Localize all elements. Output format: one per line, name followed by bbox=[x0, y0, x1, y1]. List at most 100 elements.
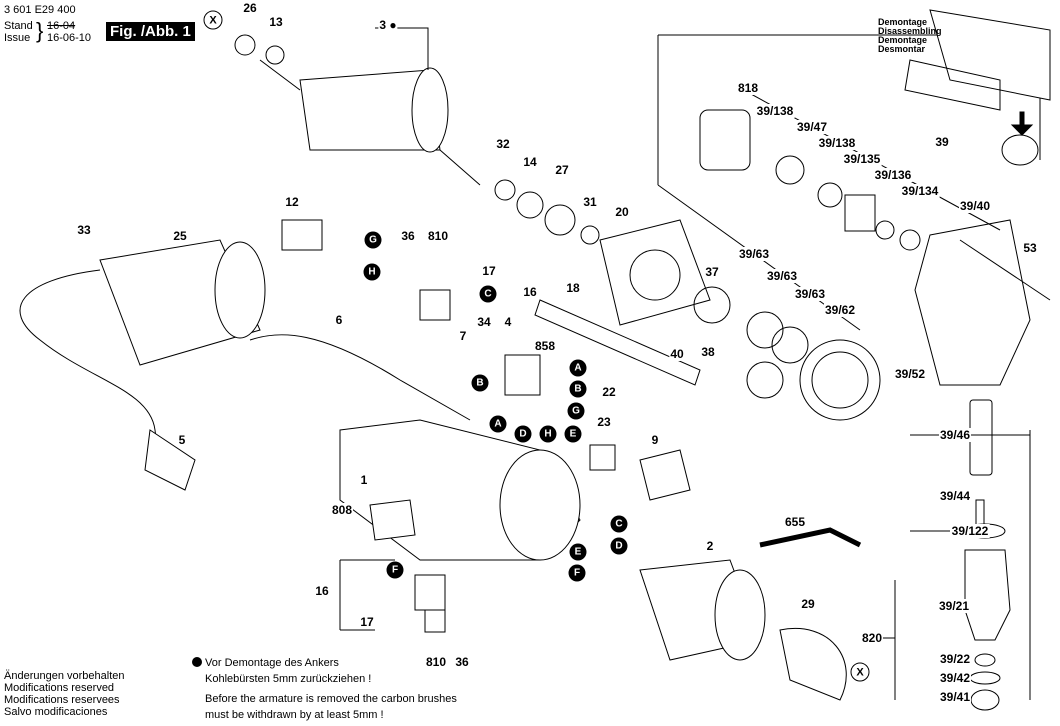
part-number-callout: 39/46 bbox=[938, 428, 972, 442]
guard-part bbox=[779, 628, 847, 701]
part-number-callout: 53 bbox=[1022, 241, 1038, 255]
part-number-callout: 39/134 bbox=[900, 184, 940, 198]
connection-marker: C bbox=[479, 285, 497, 303]
part-number-callout: 820 bbox=[860, 631, 884, 645]
part-number-callout: 34 bbox=[476, 315, 492, 329]
note-en: Modifications reserved bbox=[4, 682, 115, 694]
gear-housing-part bbox=[914, 219, 1031, 386]
disassembly-labels: Demontage Disassembling Demontage Desmon… bbox=[878, 18, 942, 54]
part-number-callout: 1 bbox=[359, 473, 369, 487]
part-number-callout: 20 bbox=[614, 205, 630, 219]
connection-marker: E bbox=[564, 425, 582, 443]
connection-marker: H bbox=[363, 263, 381, 281]
part-number-callout: 12 bbox=[284, 195, 300, 209]
disassembly-label-es: Desmontar bbox=[878, 44, 926, 54]
figure-label: Fig. /Abb. 1 bbox=[106, 22, 195, 41]
part-number-callout: 22 bbox=[601, 385, 617, 399]
part-number-callout: 25 bbox=[172, 229, 188, 243]
part-number-callout: 5 bbox=[177, 433, 187, 447]
modifications-note: Änderungen vorbehalten Modifications res… bbox=[4, 670, 124, 718]
stand-value: 16-04 bbox=[47, 20, 76, 32]
note-fr: Modifications reservees bbox=[4, 694, 120, 706]
switch-part bbox=[504, 354, 541, 396]
part-number-callout: 39/138 bbox=[755, 104, 795, 118]
part-number-callout: 36 bbox=[454, 655, 470, 669]
part-number-callout: 39/63 bbox=[793, 287, 827, 301]
part-number-callout: 17 bbox=[481, 264, 497, 278]
part-number-callout: 39/47 bbox=[795, 120, 829, 134]
part-number-callout: 3 ● bbox=[378, 18, 398, 32]
switch-slider-part bbox=[534, 299, 701, 386]
part-number-callout: 39/122 bbox=[950, 524, 990, 538]
part-number-callout: 13 bbox=[268, 15, 284, 29]
part-number-callout: 39/135 bbox=[842, 152, 882, 166]
part-number-callout: 39/42 bbox=[938, 671, 972, 685]
connection-marker: B bbox=[471, 374, 489, 392]
motor-housing-cover-part bbox=[99, 239, 266, 366]
brace: } bbox=[36, 18, 44, 43]
connection-marker: A bbox=[569, 359, 587, 377]
warning-line: Kohlebürsten 5mm zurückziehen ! bbox=[205, 673, 372, 685]
connection-marker: A bbox=[489, 415, 507, 433]
part-number-callout: 17 bbox=[359, 615, 375, 629]
part-number-callout: 39/40 bbox=[958, 199, 992, 213]
part-number-callout: 39/21 bbox=[937, 599, 971, 613]
part-number-callout: 37 bbox=[704, 265, 720, 279]
note-es: Salvo modificaciones bbox=[4, 706, 108, 718]
part-number-callout: 16 bbox=[522, 285, 538, 299]
part-number-callout: 9 bbox=[650, 433, 660, 447]
issue-label: Issue bbox=[4, 32, 31, 44]
part-number-callout: 32 bbox=[495, 137, 511, 151]
part-number-callout: 6 bbox=[334, 313, 344, 327]
part-number-callout: 808 bbox=[330, 503, 354, 517]
warning-line: Vor Demontage des Ankers bbox=[205, 657, 339, 669]
part-number-callout: 18 bbox=[565, 281, 581, 295]
part-number-callout: 39/63 bbox=[737, 247, 771, 261]
part-number-callout: 39/44 bbox=[938, 489, 972, 503]
part-number-callout: 39 bbox=[934, 135, 950, 149]
part-number-callout: 7 bbox=[458, 329, 468, 343]
part-number-callout: 36 bbox=[400, 229, 416, 243]
warning-line: Before the armature is removed the carbo… bbox=[205, 693, 457, 705]
part-number-callout: 858 bbox=[533, 339, 557, 353]
connection-marker: D bbox=[610, 537, 628, 555]
part-number-callout: 39/63 bbox=[765, 269, 799, 283]
armature-part bbox=[259, 59, 481, 186]
bullet-dot-icon bbox=[192, 657, 202, 667]
part-number-callout: 39/138 bbox=[817, 136, 857, 150]
part-number-callout: 39/136 bbox=[873, 168, 913, 182]
part-number-callout: 14 bbox=[522, 155, 538, 169]
bearing-flange-part bbox=[599, 219, 711, 326]
connection-marker: X bbox=[850, 662, 870, 682]
part-number-callout: 39/62 bbox=[823, 303, 857, 317]
part-number-callout: 818 bbox=[736, 81, 760, 95]
part-number-callout: 40 bbox=[669, 347, 685, 361]
part-number-callout: 29 bbox=[800, 597, 816, 611]
connection-marker: B bbox=[569, 380, 587, 398]
part-number-callout: 27 bbox=[554, 163, 570, 177]
armature-warning: Vor Demontage des Ankers Kohlebürsten 5m… bbox=[192, 655, 457, 723]
part-number-callout: 16 bbox=[314, 584, 330, 598]
part-number-callout: 810 bbox=[426, 229, 450, 243]
part-number-callout: 33 bbox=[76, 223, 92, 237]
part-number-callout: 26 bbox=[242, 1, 258, 15]
part-number-callout: 31 bbox=[582, 195, 598, 209]
part-number-callout: 2 bbox=[705, 539, 715, 553]
connection-marker: E bbox=[569, 543, 587, 561]
power-plug-part bbox=[144, 429, 196, 491]
part-number-callout: 4 bbox=[503, 315, 513, 329]
connection-marker: G bbox=[567, 402, 585, 420]
disassembly-label-en: Disassembling bbox=[878, 26, 942, 36]
capacitor-part bbox=[281, 219, 323, 251]
disassembly-label-de: Demontage bbox=[878, 17, 928, 27]
warning-line: must be withdrawn by at least 5mm ! bbox=[205, 709, 384, 721]
note-de: Änderungen vorbehalten bbox=[4, 670, 125, 682]
connection-marker: D bbox=[514, 425, 532, 443]
disassembly-label-fr: Demontage bbox=[878, 35, 928, 45]
connection-marker: X bbox=[203, 10, 223, 30]
part-number-callout: 655 bbox=[783, 515, 807, 529]
part-number-callout: 39/22 bbox=[938, 652, 972, 666]
connection-marker: C bbox=[610, 515, 628, 533]
